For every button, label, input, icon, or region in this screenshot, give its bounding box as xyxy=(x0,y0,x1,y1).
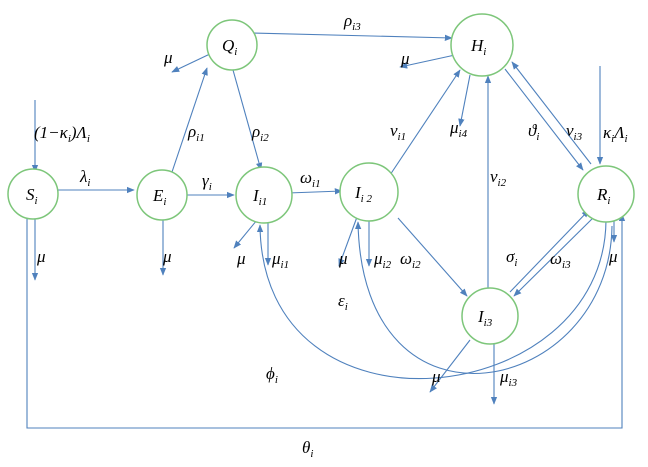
label-omega-i1: ωi1 xyxy=(300,168,321,190)
label-mu-E: μ xyxy=(162,247,172,266)
edge-i3-to-r xyxy=(509,209,590,293)
edge-q-to-h xyxy=(252,32,453,42)
edge-mu-i2-a xyxy=(338,216,358,267)
label-mu-R: μ xyxy=(608,247,618,266)
label-mu-i1: μi1 xyxy=(271,249,289,271)
edge-mu-h-b xyxy=(458,74,471,127)
node-i2-label: Ii 2 xyxy=(354,183,372,205)
node-q-circle xyxy=(206,19,258,71)
label-rho-i1: ρi1 xyxy=(187,122,205,144)
label-omega-i3: ωi3 xyxy=(550,249,571,271)
node-e-label: Ei xyxy=(152,186,166,208)
node-q-label: Qi xyxy=(222,36,237,58)
edge-i2-to-h xyxy=(387,69,461,179)
node-i2-circle xyxy=(339,162,399,222)
label-mu-I1: μ xyxy=(236,249,246,268)
label-sigma: σi xyxy=(506,247,517,269)
edge-r-to-i3 xyxy=(513,213,598,297)
edge-mu-i3-a xyxy=(429,339,471,393)
node-h-label: Hi xyxy=(470,36,486,58)
label-rho-i2: ρi2 xyxy=(251,122,269,144)
node-e-circle xyxy=(136,169,188,221)
label-omega-i2: ωi2 xyxy=(400,249,421,271)
label-theta: θi xyxy=(302,438,313,460)
label-mu-Q: μ xyxy=(163,48,173,67)
node-h-circle xyxy=(450,13,514,77)
edge-i2-to-i3 xyxy=(397,217,468,297)
label-mu-i2: μi2 xyxy=(373,249,392,271)
node-r-circle xyxy=(577,165,635,223)
label-nu-i1: νi1 xyxy=(390,121,406,143)
edge-theta-s-to-r xyxy=(26,212,626,429)
label-mu-i3: μi3 xyxy=(499,367,518,389)
edge-phi-r-to-i1 xyxy=(256,219,607,380)
label-phi: ϕi xyxy=(266,364,278,386)
label-nu-i2: νi2 xyxy=(490,167,507,189)
edge-labels: (1−κi)Λi λi γi ρi1 ρi2 ρi3 ωi1 ωi2 ωi3 νi1 νi2 νi3 ϑ… xyxy=(34,11,628,460)
label-mu-i4: μi4 xyxy=(449,118,468,140)
label-rho-i3: ρi3 xyxy=(343,11,361,33)
label-epsilon: εi xyxy=(338,291,348,313)
label-kappa-lambda: κiΛi xyxy=(603,123,628,145)
node-i1-label: Ii1 xyxy=(252,186,267,208)
edge-r-to-h xyxy=(511,61,592,165)
edge-epsilon-r-to-i2 xyxy=(354,221,613,375)
edge-mu-i1-a xyxy=(233,219,258,249)
label-mu-I3: μ xyxy=(431,367,441,386)
edge-h-to-r xyxy=(504,68,584,171)
node-r-label: Ri xyxy=(596,185,610,207)
nodes xyxy=(7,13,635,345)
label-mu-S: μ xyxy=(36,247,46,266)
label-mu-H: μ xyxy=(400,49,410,68)
edge-i1-to-i2 xyxy=(287,188,343,195)
edges xyxy=(26,32,626,429)
label-inflow-S: (1−κi)Λi xyxy=(34,123,90,145)
label-mu-I2: μ xyxy=(338,249,348,268)
node-s-circle xyxy=(7,168,59,220)
node-i3-label: Ii3 xyxy=(477,307,493,329)
edge-e-to-q xyxy=(171,67,208,173)
label-vartheta: ϑi xyxy=(528,121,539,143)
node-i3-circle xyxy=(461,287,519,345)
label-nu-i3: νi3 xyxy=(566,121,583,143)
edge-q-to-i1 xyxy=(232,69,263,171)
edge-mu-h-a xyxy=(399,54,456,69)
node-i1-circle xyxy=(235,166,293,224)
label-lambda: λi xyxy=(79,167,90,189)
node-s-label: Si xyxy=(26,185,38,207)
edge-mu-q xyxy=(171,52,213,73)
label-gamma: γi xyxy=(202,171,212,193)
